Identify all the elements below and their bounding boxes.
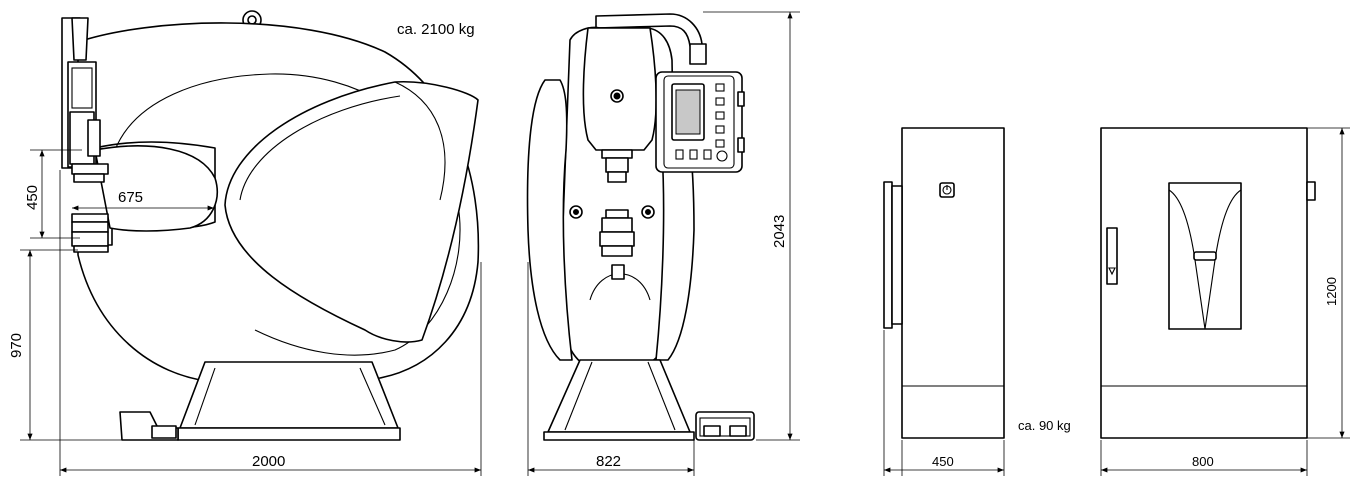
control-pendant	[655, 71, 745, 173]
dim-970-label: 970	[8, 333, 25, 358]
front-stand	[547, 359, 691, 433]
dim-2043-label: 2043	[771, 215, 788, 248]
dim-822-label: 822	[596, 453, 621, 470]
cabinet-side-view	[883, 127, 1005, 439]
dim-cabinet-800-label: 800	[1192, 454, 1214, 469]
cabinet-side-dimensions: 450 ca. 90 kg	[883, 330, 1071, 476]
dim-cabinet-450-label: 450	[932, 454, 954, 469]
door-handle	[1106, 227, 1118, 285]
machine-front-view	[526, 13, 755, 441]
machine-side-view	[61, 10, 480, 441]
cabinet-front-view	[1100, 127, 1316, 439]
dim-675-label: 675	[118, 189, 143, 206]
front-foot-pedal	[695, 411, 755, 441]
swing-guard	[224, 81, 479, 343]
front-view-dimensions: 2043 822	[527, 11, 800, 476]
dim-cabinet-1200-label: 1200	[1324, 277, 1339, 306]
machine-weight-label: ca. 2100 kg	[397, 21, 475, 38]
dim-2000-label: 2000	[252, 453, 285, 470]
front-head	[582, 27, 657, 151]
cabinet-weight-label: ca. 90 kg	[1018, 418, 1071, 433]
dim-450-label: 450	[24, 185, 41, 210]
cabinet-front-dimensions: 800 1200	[1100, 127, 1350, 476]
side-view-dimensions: 675 450 970 2000 ca. 2100 kg	[8, 21, 482, 476]
cabinet-side-body	[901, 127, 1005, 439]
lower-tool	[71, 213, 109, 223]
machine-stand	[179, 361, 399, 429]
